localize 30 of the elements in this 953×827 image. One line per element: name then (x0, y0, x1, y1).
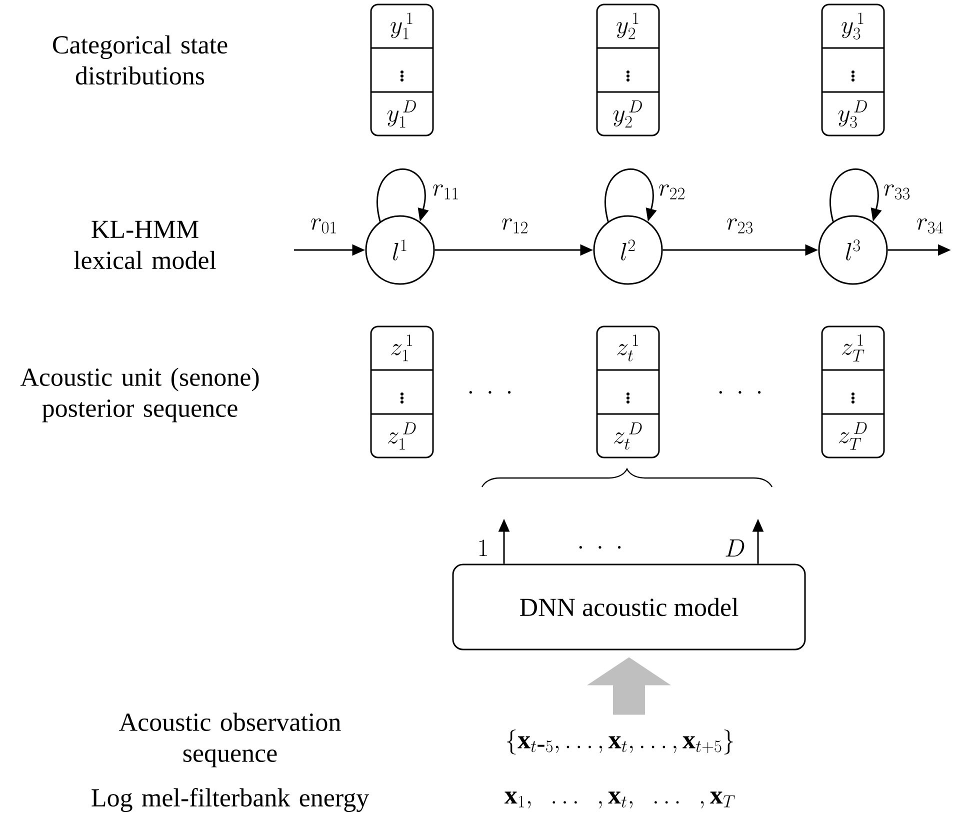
input-window: $\{\mathbf{x}_{t\mbox{-}5},\ldots,\mathbf{x}_t,\ldots,\mathbf{x}_{t+5}\}$ (506, 730, 734, 754)
row-label: Categorical state distributions (53, 35, 228, 85)
ellipsis: $\cdot\;\cdot\;\cdot$ (579, 546, 621, 549)
vector-box: $z_1^{\,1}$ $\vdots$ $z_1^{\,D}$ (370, 326, 434, 458)
sequence-formula: $\mathbf{x}_1,\;\;\ldots\;\;,\mathbf{x}_t,\;\;\ldots\;\;,\mathbf{x}_T$ (504, 792, 735, 808)
model-box: DNN acoustic model (452, 564, 806, 650)
row-label: Log mel-filterbank energy (92, 788, 370, 812)
edge-label: $r_{11}$ (433, 184, 458, 200)
row-label: Acoustic unit (senone) posterior sequence (20, 368, 259, 422)
row-label: Acoustic observation sequence (119, 712, 341, 768)
vector-box: $z_t^{\,1}$ $\vdots$ $z_t^{\,D}$ (596, 326, 660, 458)
edge-label: $1$ (479, 540, 487, 556)
edge-label: $r_{33}$ (884, 184, 910, 200)
edge-label: $D$ (726, 540, 744, 556)
loop-arrow (604, 168, 657, 222)
ellipsis: $\cdot\;\cdot\;\cdot$ (719, 390, 761, 394)
ellipsis: $\cdot\;\cdot\;\cdot$ (469, 390, 511, 394)
edge-label: $r_{12}$ (502, 218, 528, 234)
edge-label: $r_{23}$ (727, 218, 753, 234)
vector-box: $z_T^{\,1}$ $\vdots$ $z_T^{\,D}$ (821, 326, 885, 458)
vector-box: $y_2^{\,1}$ $\vdots$ $y_2^{\,D}$ (596, 4, 660, 136)
row-label: KL-HMM lexical model (74, 220, 216, 270)
edge-label: $r_{01}$ (311, 218, 336, 234)
loop-arrow (376, 168, 429, 222)
block-arrow (587, 657, 671, 715)
vector-box: $y_1^{\,1}$ $\vdots$ $y_1^{\,D}$ (370, 4, 434, 136)
edge-label: $r_{34}$ (917, 218, 943, 234)
loop-arrow (830, 168, 882, 222)
edge-label: $r_{22}$ (659, 184, 684, 200)
vector-box: $y_3^{\,1}$ $\vdots$ $y_3^{\,D}$ (821, 4, 885, 136)
